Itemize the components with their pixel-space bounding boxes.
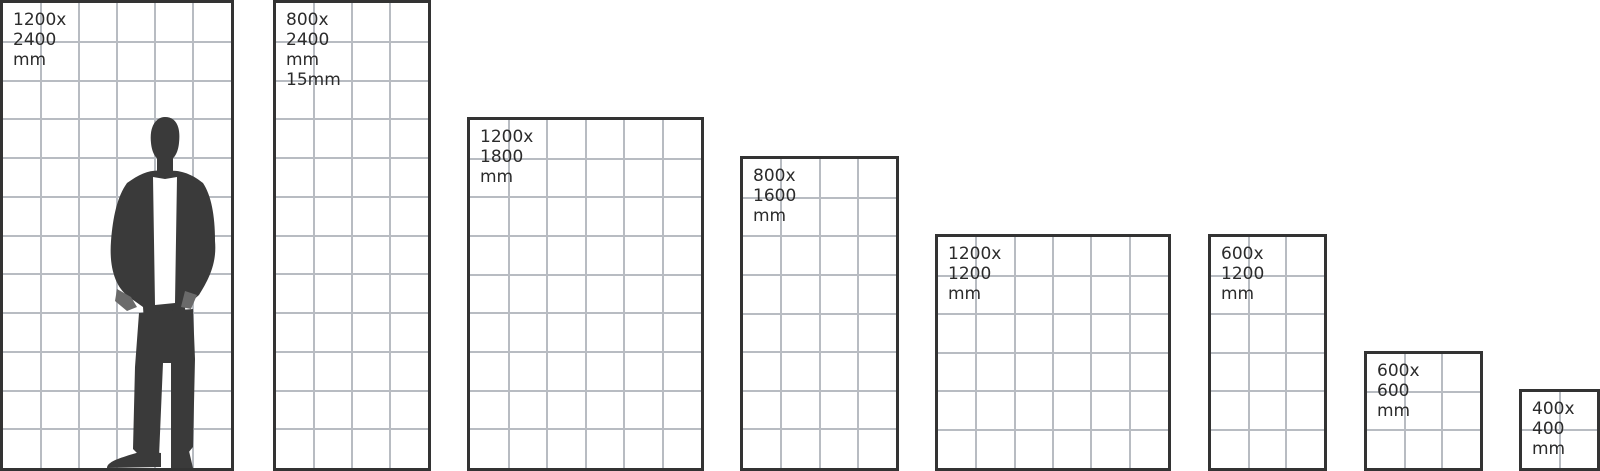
grid-line-horizontal [938, 313, 1168, 315]
grid-line-horizontal [743, 428, 896, 430]
panel-size-label-line: 1200 [948, 264, 992, 284]
grid-line-horizontal [3, 80, 231, 82]
grid-line-horizontal [1211, 429, 1324, 431]
grid-line-vertical [1441, 354, 1443, 468]
grid-line-horizontal [3, 41, 231, 43]
grid-line-horizontal [276, 235, 428, 237]
grid-line-horizontal [3, 312, 231, 314]
grid-line-horizontal [470, 428, 701, 430]
panel-size-label-line: 1200 [1221, 264, 1265, 284]
grid-line-horizontal [276, 118, 428, 120]
grid-line-horizontal [470, 274, 701, 276]
panel-size-label-line: 600 [1377, 381, 1410, 401]
panel-size-label-line: 1200x [948, 244, 1002, 264]
grid-line-horizontal [276, 41, 428, 43]
grid-line-vertical [508, 120, 510, 468]
grid-line-horizontal [1211, 275, 1324, 277]
grid-line-horizontal [276, 351, 428, 353]
grid-line-horizontal [276, 312, 428, 314]
grid-line-horizontal [276, 196, 428, 198]
grid-line-horizontal [938, 275, 1168, 277]
grid-line-horizontal [743, 313, 896, 315]
panel-size-label-line: mm [480, 167, 514, 187]
grid-line-horizontal [470, 351, 701, 353]
grid-line-horizontal [3, 390, 231, 392]
grid-line-horizontal [1211, 352, 1324, 354]
grid-line-vertical [1404, 354, 1406, 468]
grid-line-horizontal [276, 273, 428, 275]
panel-size-label-line: 1200x [480, 127, 534, 147]
grid-line-horizontal [743, 197, 896, 199]
panel-size-label-line: mm [286, 50, 320, 70]
grid-line-vertical [585, 120, 587, 468]
panel-size-label-line: 2400 [13, 30, 57, 50]
grid-line-horizontal [470, 312, 701, 314]
panel-size-label-line: mm [1532, 439, 1566, 459]
panel-size-label-line: mm [13, 50, 47, 70]
grid-line-horizontal [276, 157, 428, 159]
grid-line-vertical [623, 120, 625, 468]
grid-line-horizontal [743, 274, 896, 276]
grid-line-horizontal [276, 428, 428, 430]
grid-line-horizontal [938, 352, 1168, 354]
grid-line-horizontal [276, 390, 428, 392]
panel-size-label-line: 1600 [753, 186, 797, 206]
panel-size-label-line: 600x [1221, 244, 1264, 264]
grid-line-horizontal [1211, 390, 1324, 392]
grid-line-horizontal [470, 390, 701, 392]
panel-size-label-line: mm [1377, 401, 1411, 421]
panel-size-label-line: 600x [1377, 361, 1420, 381]
grid-line-horizontal [3, 351, 231, 353]
grid-line-vertical [546, 120, 548, 468]
grid-line-horizontal [3, 157, 231, 159]
panel-size-label-line: 800x [286, 10, 329, 30]
grid-line-horizontal [1367, 429, 1480, 431]
grid-line-horizontal [470, 235, 701, 237]
panel-size-label-line: 1200x [13, 10, 67, 30]
grid-line-horizontal [938, 390, 1168, 392]
panel-size-label-line: mm [753, 206, 787, 226]
grid-line-horizontal [470, 158, 701, 160]
grid-line-vertical [662, 120, 664, 468]
grid-line-horizontal [743, 390, 896, 392]
panel-size-label-line: 400 [1532, 419, 1565, 439]
person-silhouette-icon [107, 117, 216, 468]
grid-line-horizontal [938, 429, 1168, 431]
grid-line-horizontal [3, 428, 231, 430]
panel-size-label-line: 2400 [286, 30, 330, 50]
panel-size-label-line: 15mm [286, 70, 341, 90]
panel-size-label-line: 1800 [480, 147, 524, 167]
grid-line-horizontal [3, 118, 231, 120]
grid-line-horizontal [276, 80, 428, 82]
panel-size-label-line: 800x [753, 166, 796, 186]
grid-line-horizontal [470, 196, 701, 198]
grid-line-horizontal [1522, 429, 1597, 431]
grid-line-horizontal [1211, 313, 1324, 315]
grid-line-horizontal [743, 351, 896, 353]
grid-line-horizontal [1367, 391, 1480, 393]
grid-line-horizontal [743, 235, 896, 237]
panel-size-label-line: mm [1221, 284, 1255, 304]
panel-size-label-line: 400x [1532, 399, 1575, 419]
grid-line-horizontal [3, 196, 231, 198]
panel-size-label-line: mm [948, 284, 982, 304]
